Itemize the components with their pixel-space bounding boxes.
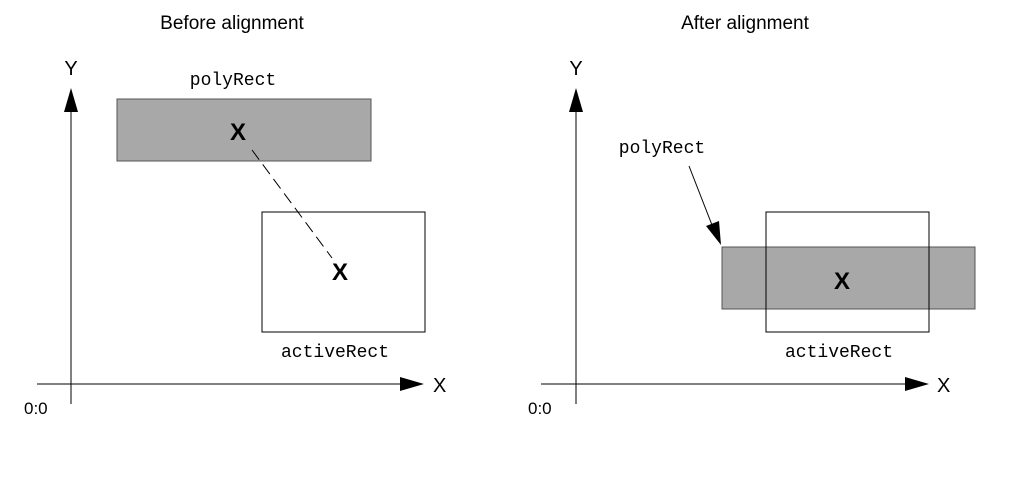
after-poly-label: polyRect [619,139,705,159]
before-title: Before alignment [160,13,304,34]
after-active-rect [765,211,930,333]
before-panel: Before alignment Y X 0:0 polyRect X X ac… [24,13,446,418]
before-center-connector [251,149,333,259]
after-panel: After alignment Y X 0:0 polyRect X activ… [528,13,976,418]
before-origin-label: 0:0 [24,399,48,418]
after-poly-pointer-arrow [706,221,721,245]
after-y-arrow [569,88,583,112]
before-y-label: Y [64,58,77,80]
before-poly-rect [116,98,372,162]
before-x-label: X [433,375,446,397]
after-poly-rect [721,246,976,310]
before-active-label: activeRect [281,343,389,363]
before-x-arrow [400,377,424,391]
after-origin-label: 0:0 [528,399,552,418]
before-poly-label: polyRect [190,71,276,91]
after-title: After alignment [681,13,810,34]
after-center: X [834,268,850,295]
before-active-rect [261,211,426,333]
after-poly-pointer-line [688,165,713,226]
after-y-label: Y [569,58,582,80]
before-active-center: X [332,259,348,286]
after-active-label: activeRect [785,343,893,363]
after-x-arrow [905,377,929,391]
before-poly-center: X [230,119,246,146]
before-y-arrow [64,88,78,112]
after-x-label: X [937,375,950,397]
